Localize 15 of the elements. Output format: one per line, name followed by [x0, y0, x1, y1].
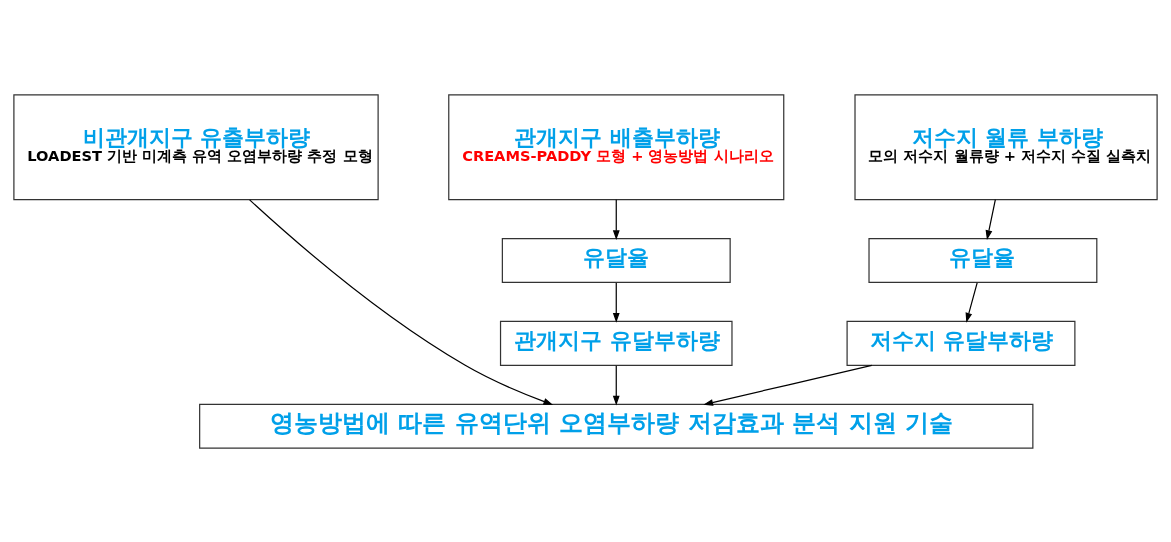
arrow — [249, 198, 554, 405]
arrow — [965, 281, 978, 323]
node-box: 비관개지구 유출부하량 LOADEST 기반 미계측 유역 오염부하량 추정 모형 — [13, 93, 379, 200]
node-box: 저수지 유달부하량 — [846, 320, 1076, 366]
node-box: 영농방법에 따른 유역단위 오염부하량 저감효과 분석 지원 기술 — [199, 403, 1034, 449]
arrow — [612, 281, 620, 323]
arrow — [612, 198, 620, 240]
node-box: 관개지구 유달부하량 — [499, 320, 733, 366]
node-box: 유달율 — [868, 237, 1098, 283]
node-box: 관개지구 배출부하량 CREAMS-PADDY 모형 + 영농방법 시나리오 — [448, 93, 785, 200]
node-box: 유달율 — [501, 237, 731, 283]
arrow — [612, 364, 620, 406]
arrow — [703, 364, 873, 406]
node-box: 저수지 월류 부하량 모의 저수지 월류량 + 저수지 수질 실측치 — [854, 93, 1158, 200]
arrow — [985, 198, 996, 240]
